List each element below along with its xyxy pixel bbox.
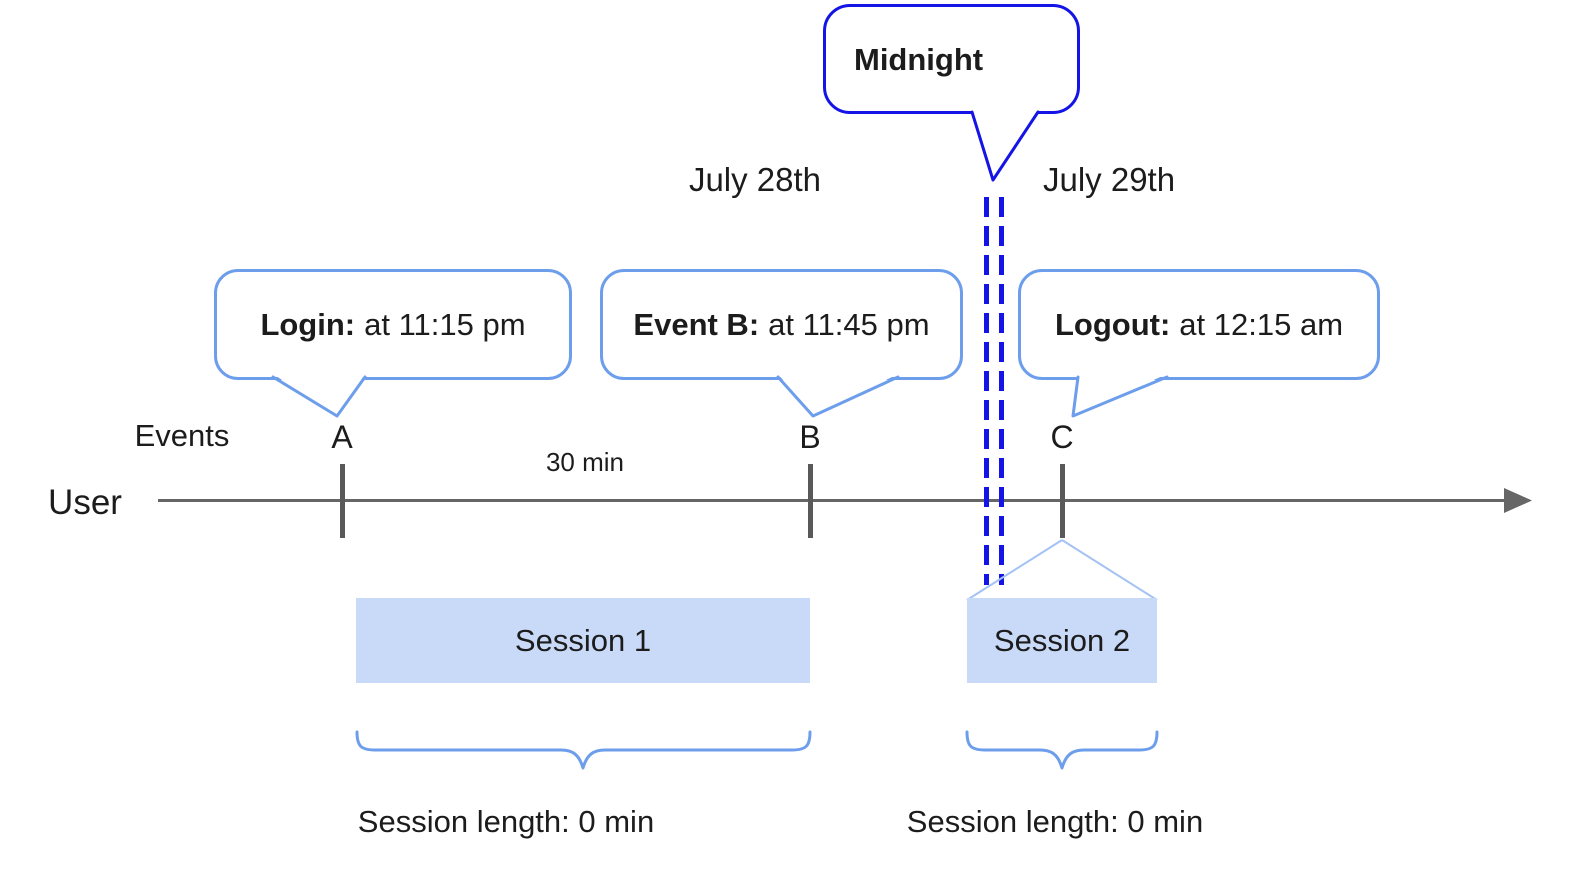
session-2-brace	[965, 730, 1159, 770]
event-b-callout-pointer-outline	[776, 375, 900, 418]
interval-30min-label: 30 min	[545, 447, 625, 477]
session-2-label: Session 2	[993, 622, 1131, 658]
session-1-length-label: Session length: 0 min	[357, 804, 655, 839]
midnight-callout-pointer	[972, 110, 1038, 180]
session-2-length-label: Session length: 0 min	[906, 804, 1204, 839]
midnight-callout-pointer-outline	[970, 110, 1040, 182]
session-1-box: Session 1	[356, 598, 810, 683]
session-1-label: Session 1	[514, 622, 652, 658]
login-callout-pointer	[273, 374, 365, 416]
event-c-marker: C	[1050, 419, 1074, 455]
logout-callout-pointer-outline	[1071, 375, 1169, 418]
event-b-callout-time: at 11:45 pm	[768, 307, 930, 342]
logout-callout-pointer	[1073, 374, 1167, 416]
login-callout-pointer-outline	[271, 375, 367, 418]
event-b-marker: B	[799, 419, 821, 455]
login-callout: Login: at 11:15 pm	[214, 269, 572, 380]
logout-callout-name: Logout:	[1054, 307, 1171, 342]
session-2-expand-line-left	[966, 539, 1063, 601]
event-b-callout: Event B: at 11:45 pm	[600, 269, 963, 380]
midnight-callout-label: Midnight	[854, 41, 984, 77]
date-july-29-label: July 29th	[1043, 161, 1176, 198]
logout-callout: Logout: at 12:15 am	[1018, 269, 1380, 380]
midnight-callout: Midnight	[823, 4, 1080, 114]
user-axis-label: User	[48, 483, 122, 522]
logout-callout-time: at 12:15 am	[1179, 307, 1344, 342]
session-2-expand-line-right	[1061, 539, 1158, 601]
event-a-marker: A	[331, 419, 353, 455]
event-b-callout-name: Event B:	[633, 307, 760, 342]
login-callout-name: Login:	[260, 307, 356, 342]
event-b-callout-pointer	[778, 374, 898, 416]
session-2-box: Session 2	[967, 598, 1157, 683]
date-july-28-label: July 28th	[688, 161, 822, 198]
session-1-brace	[355, 730, 812, 770]
login-callout-time: at 11:15 pm	[364, 307, 526, 342]
timeline-arrowhead-icon	[1504, 488, 1532, 513]
events-axis-label: Events	[134, 418, 230, 453]
